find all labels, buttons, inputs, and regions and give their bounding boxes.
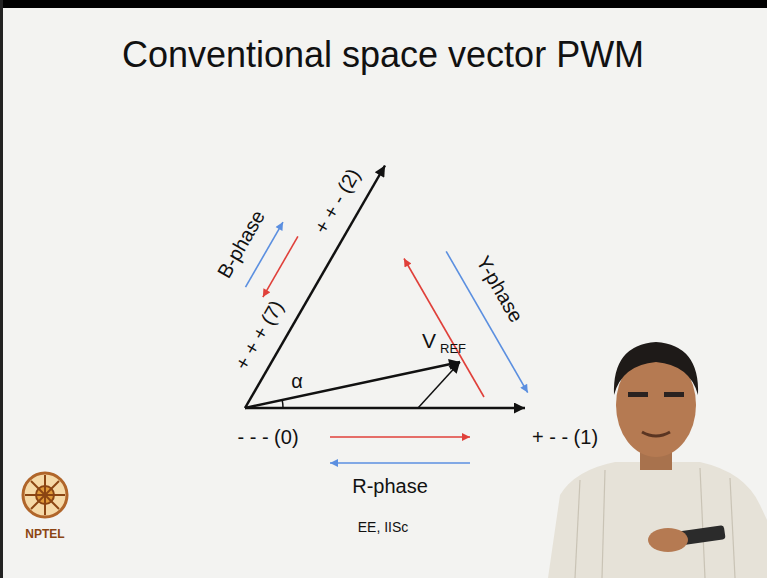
state-label: + + - (2) bbox=[310, 165, 365, 238]
presenter bbox=[548, 342, 767, 578]
footer-text: EE, IISc bbox=[358, 520, 409, 535]
state-label: + + + (7) bbox=[230, 297, 287, 374]
phase-label: R-phase bbox=[352, 475, 428, 497]
vector-subscript: REF bbox=[440, 342, 466, 356]
vector-name: V bbox=[422, 329, 436, 352]
state-label: - - - (0) bbox=[237, 426, 298, 448]
nptel-emblem bbox=[23, 473, 67, 517]
phase-label: B-phase bbox=[213, 206, 269, 282]
top-border bbox=[0, 0, 767, 8]
component-arrow bbox=[418, 362, 460, 408]
logo-text: NPTEL bbox=[25, 528, 64, 541]
state-label: + - - (1) bbox=[532, 426, 598, 448]
vector-2 bbox=[245, 166, 385, 409]
slide-title: Conventional space vector PWM bbox=[122, 35, 644, 75]
angle-symbol: α bbox=[291, 370, 303, 392]
angle-arc bbox=[281, 400, 283, 408]
red-arrow bbox=[404, 259, 484, 398]
red-arrow bbox=[330, 436, 470, 438]
red-arrow bbox=[263, 236, 298, 297]
reference-vector bbox=[245, 362, 460, 408]
vector-1 bbox=[245, 407, 525, 410]
blue-arrow bbox=[330, 462, 470, 464]
blue-arrow bbox=[446, 251, 528, 392]
phase-label: Y-phase bbox=[472, 252, 527, 326]
left-border bbox=[0, 0, 3, 578]
